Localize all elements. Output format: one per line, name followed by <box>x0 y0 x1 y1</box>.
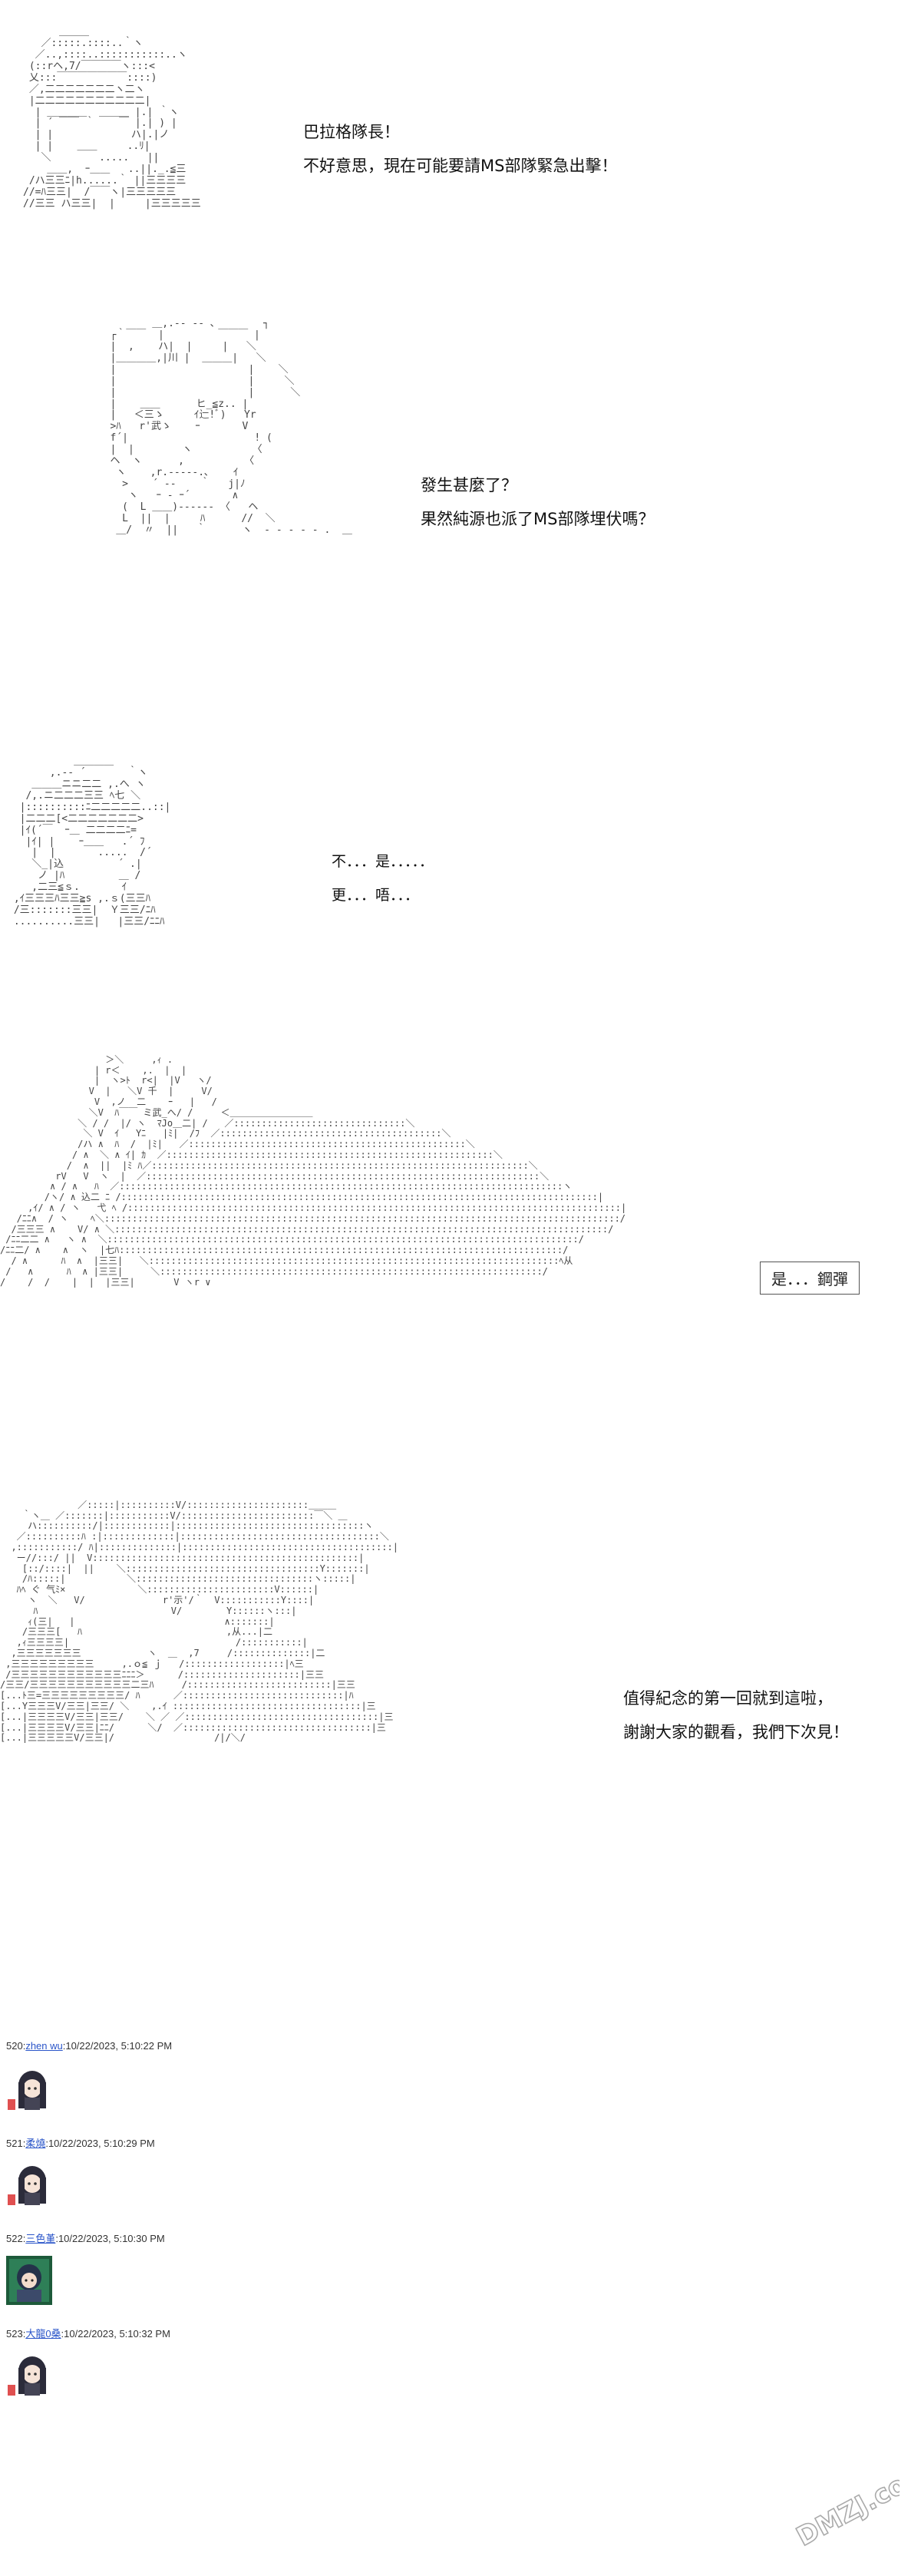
poster-name-link[interactable]: 大龍0桑 <box>25 2328 61 2340</box>
avatar-chibi-icon <box>8 2071 46 2110</box>
poster-name-link[interactable]: 三色堇 <box>25 2233 56 2244</box>
speech-line: 果然純源也派了MS部隊埋伏嗎？ <box>421 510 655 528</box>
speech-line: 不好意思，現在可能要請MS部隊緊急出擊！ <box>303 157 618 175</box>
speech-line: 巴拉格隊長！ <box>303 123 400 141</box>
avatar <box>6 2161 52 2210</box>
post-header: 520:zhen wu:10/22/2023, 5:10:22 PM <box>6 2040 172 2052</box>
ascii-art-soldier: ＿＿＿＿ ,.-‐ ´ ｀ヽ ＿＿＿ニニ二二 ,.へ ヽ /,.ニ二二二三三 ﾍ… <box>13 755 171 928</box>
speech-1: 巴拉格隊長！ 不好意思，現在可能要請MS部隊緊急出擊！ <box>303 119 617 179</box>
avatar <box>6 2065 52 2115</box>
poster-name-link[interactable]: 柔燒 <box>25 2138 46 2149</box>
post-header: 522:三色堇:10/22/2023, 5:10:30 PM <box>6 2230 165 2245</box>
avatar-chibi-icon <box>8 2166 46 2205</box>
speech-line: 發生甚麼了？ <box>421 476 517 494</box>
post-number: 522: <box>6 2233 26 2244</box>
avatar <box>6 2256 52 2305</box>
dmzj-logo-icon: DMZJ.com <box>791 2456 921 2554</box>
ascii-art-officer: ＿＿＿ ／:::::.::::..｀ヽ ／..,::::..::::::::::… <box>23 25 201 210</box>
avatar-anime-icon <box>6 2256 52 2305</box>
avatar <box>6 2351 52 2400</box>
post-header: 523:大龍0桑:10/22/2023, 5:10:32 PM <box>6 2326 170 2340</box>
speech-5: 值得紀念的第一回就到這啦， 謝謝大家的觀看，我們下次見！ <box>623 1685 849 1745</box>
post-time: :10/22/2023, 5:10:32 PM <box>61 2328 170 2340</box>
ascii-art-gundam: ＞＼ ,ｨ . | r＜ ,. | | | ヽ>ﾄ r<| |V ヽ/ V | … <box>0 1053 627 1288</box>
watermark-logo: DMZJ.com <box>784 2456 921 2554</box>
poster-name-link[interactable]: zhen wu <box>25 2040 63 2052</box>
post-number: 523: <box>6 2328 26 2340</box>
post-header: 521:柔燒:10/22/2023, 5:10:29 PM <box>6 2135 155 2150</box>
avatar-chibi-icon <box>8 2356 46 2396</box>
ascii-art-captain: ＿,.-‐ ‐- ､ ┐ ┌｀￣￣ | ￣￣￣ | | , ハ| | | ＼ |… <box>110 317 352 536</box>
speech-line: 不．．．是．．．．． <box>332 853 434 870</box>
ascii-art-closing: ／:::::|::::::::::V/:::::::::::::::::::::… <box>0 1499 398 1744</box>
post-time: :10/22/2023, 5:10:22 PM <box>62 2040 173 2052</box>
post-number: 520: <box>6 2040 26 2052</box>
watermark-text: DMZJ.com <box>791 2469 900 2552</box>
post-number: 521: <box>6 2138 26 2149</box>
speech-line: 是．．．鋼彈 <box>771 1270 848 1288</box>
speech-line: 更．．．唔．．． <box>332 887 420 904</box>
panel-5: ／:::::|::::::::::V/:::::::::::::::::::::… <box>0 1482 921 2019</box>
panel-3: ＿＿＿＿ ,.-‐ ´ ｀ヽ ＿＿＿ニニ二二 ,.へ ヽ /,.ニ二二二三三 ﾍ… <box>0 737 921 1021</box>
panel-1: ＿＿＿ ／:::::.::::..｀ヽ ／..,::::..::::::::::… <box>0 0 921 276</box>
speech-3: 不．．．是．．．．． 更．．．唔．．． <box>332 848 434 908</box>
speech-line: 謝謝大家的觀看，我們下次見！ <box>623 1723 849 1741</box>
speech-line: 值得紀念的第一回就到這啦， <box>623 1689 833 1708</box>
speech-box-4: 是．．．鋼彈 <box>760 1262 860 1295</box>
post-time: :10/22/2023, 5:10:30 PM <box>55 2233 165 2244</box>
panel-2: ＿,.-‐ ‐- ､ ┐ ┌｀￣￣ | ￣￣￣ | | , ハ| | | ＼ |… <box>0 292 921 722</box>
panel-4: ＞＼ ,ｨ . | r＜ ,. | | | ヽ>ﾄ r<| |V ヽ/ V | … <box>0 1037 921 1467</box>
post-time: :10/22/2023, 5:10:29 PM <box>45 2138 155 2149</box>
speech-2: 發生甚麼了？ 果然純源也派了MS部隊埋伏嗎？ <box>421 472 654 532</box>
